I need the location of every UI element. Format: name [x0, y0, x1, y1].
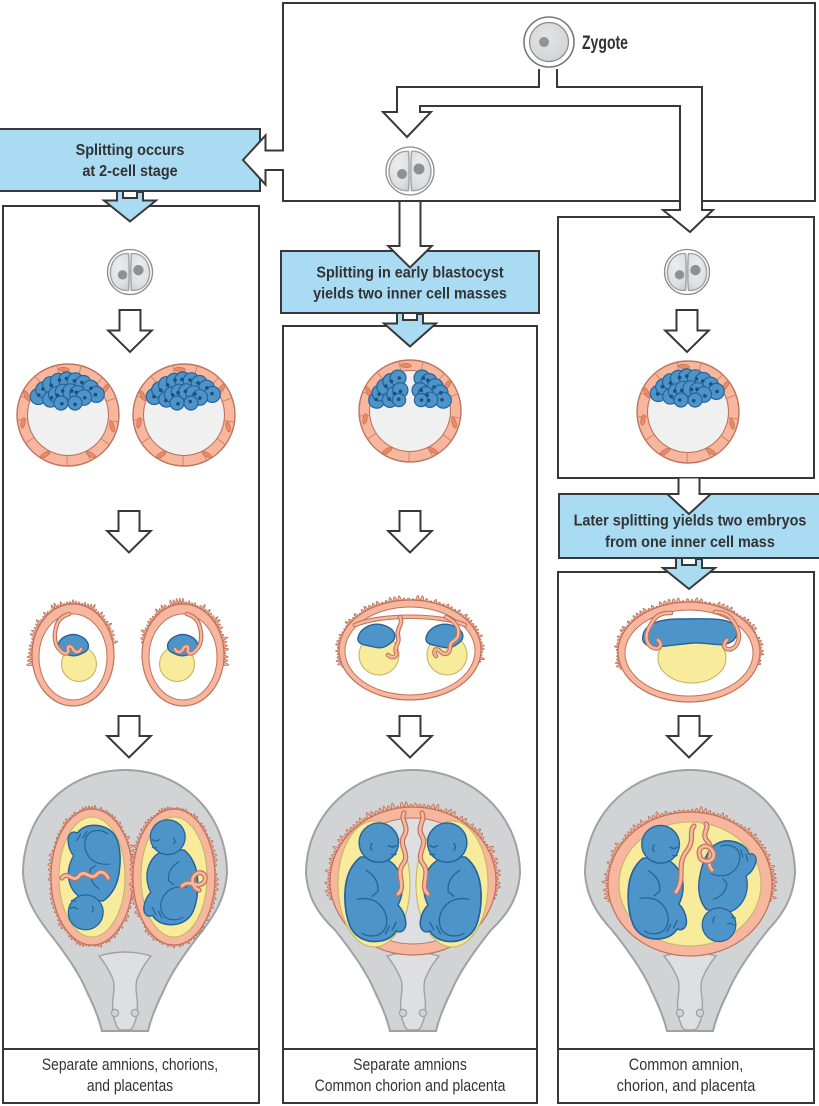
svg-text:from one inner cell mass: from one inner cell mass	[605, 534, 775, 552]
svg-text:Zygote: Zygote	[582, 32, 628, 54]
svg-text:Splitting occurs: Splitting occurs	[76, 142, 185, 160]
svg-text:Splitting in early blastocyst: Splitting in early blastocyst	[316, 264, 503, 282]
svg-text:Later splitting yields two emb: Later splitting yields two embryos	[574, 512, 807, 530]
svg-text:and placentas: and placentas	[87, 1077, 174, 1095]
svg-text:chorion, and placenta: chorion, and placenta	[617, 1077, 756, 1095]
svg-text:Separate amnions: Separate amnions	[353, 1056, 467, 1074]
svg-text:Common chorion and placenta: Common chorion and placenta	[315, 1077, 506, 1095]
svg-text:Separate amnions, chorions,: Separate amnions, chorions,	[42, 1056, 218, 1074]
svg-text:yields two inner cell masses: yields two inner cell masses	[313, 285, 507, 303]
svg-text:Common amnion,: Common amnion,	[629, 1056, 744, 1074]
svg-text:at 2-cell stage: at 2-cell stage	[82, 163, 177, 181]
